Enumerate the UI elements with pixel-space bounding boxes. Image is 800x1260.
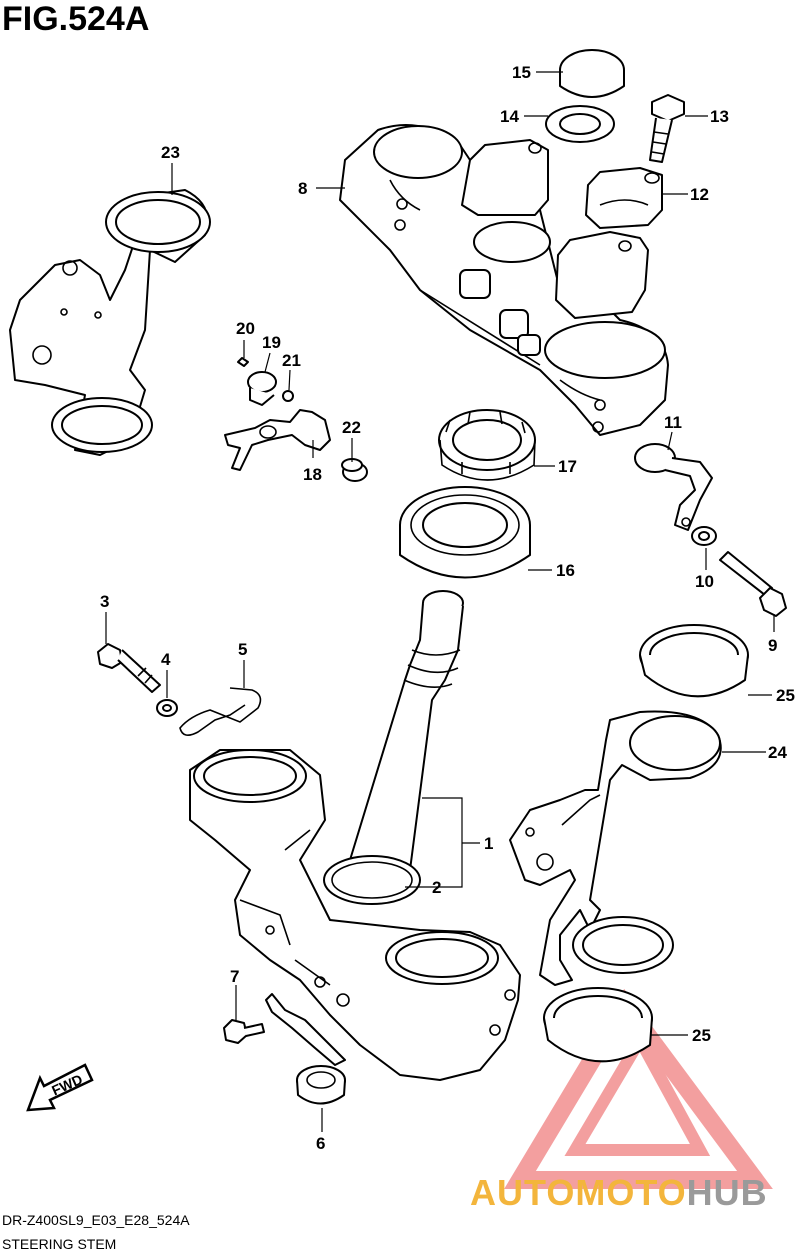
callout-20: 20 — [236, 319, 255, 338]
part-11-bracket — [634, 443, 713, 531]
part-7-bolt — [223, 1019, 265, 1044]
callout-7: 7 — [230, 967, 239, 986]
callout-15: 15 — [512, 63, 531, 82]
part-23-meter-bracket — [9, 189, 211, 456]
footer-name: STEERING STEM — [2, 1236, 117, 1252]
fwd-label: FWD — [49, 1071, 85, 1099]
part-6-grommet — [296, 1065, 346, 1105]
callout-4: 4 — [161, 650, 171, 669]
part-24-meter-bracket — [509, 710, 722, 986]
part-10-washer — [691, 526, 717, 546]
watermark-text-part-b: HUB — [686, 1172, 768, 1213]
callout-24: 24 — [768, 743, 787, 762]
part-12-clamp — [585, 167, 663, 229]
footer-code: DR-Z400SL9_E03_E28_524A — [2, 1212, 190, 1228]
watermark-text-part-a: AUTOMOTO — [470, 1172, 687, 1213]
part-14-washer — [545, 105, 615, 143]
callout-23: 23 — [161, 143, 180, 162]
part-15-cap — [559, 49, 625, 98]
forward-arrow-icon: FWD — [26, 1063, 94, 1112]
callout-numbers: 1 2 3 4 5 6 7 8 9 10 11 12 13 14 15 16 1… — [100, 63, 795, 1153]
callout-10: 10 — [695, 572, 714, 591]
part-9-bolt — [719, 551, 787, 617]
part-2-seal — [331, 861, 413, 899]
callout-5: 5 — [238, 640, 247, 659]
callout-8: 8 — [298, 179, 307, 198]
callout-1: 1 — [484, 834, 493, 853]
callout-13: 13 — [710, 107, 729, 126]
leader-lines — [105, 71, 775, 1132]
part-25-upper-bushing — [639, 624, 749, 698]
callout-6: 6 — [316, 1134, 325, 1153]
callout-14: 14 — [500, 107, 519, 126]
callout-18: 18 — [303, 465, 322, 484]
callout-12: 12 — [690, 185, 709, 204]
callout-3: 3 — [100, 592, 109, 611]
callout-11: 11 — [664, 413, 682, 432]
callout-16: 16 — [556, 561, 575, 580]
callout-22: 22 — [342, 418, 361, 437]
callout-19: 19 — [262, 333, 281, 352]
lower-bracket — [189, 749, 521, 1081]
part-1-steering-stem — [323, 590, 464, 905]
part-13-bolt — [649, 94, 685, 163]
watermark-logo — [504, 988, 773, 1189]
callout-2: 2 — [432, 878, 441, 897]
callout-17: 17 — [558, 457, 577, 476]
part-25-lower-bushing — [543, 987, 653, 1063]
part-8-upper-bracket — [339, 124, 669, 436]
callout-25-lower: 25 — [692, 1026, 711, 1045]
part-5-clip — [179, 687, 262, 736]
bracket-under — [265, 993, 346, 1066]
part-4-washer — [156, 699, 178, 717]
watermark-text: AUTOMOTOHUB — [470, 1172, 768, 1214]
figure-title: FIG.524A — [2, 0, 150, 38]
part-17-nut — [438, 409, 536, 481]
part-16-bearing — [399, 486, 531, 579]
callout-9: 9 — [768, 636, 777, 655]
callout-25-upper: 25 — [776, 686, 795, 705]
callout-21: 21 — [282, 351, 301, 370]
part-3-bolt — [97, 643, 161, 693]
